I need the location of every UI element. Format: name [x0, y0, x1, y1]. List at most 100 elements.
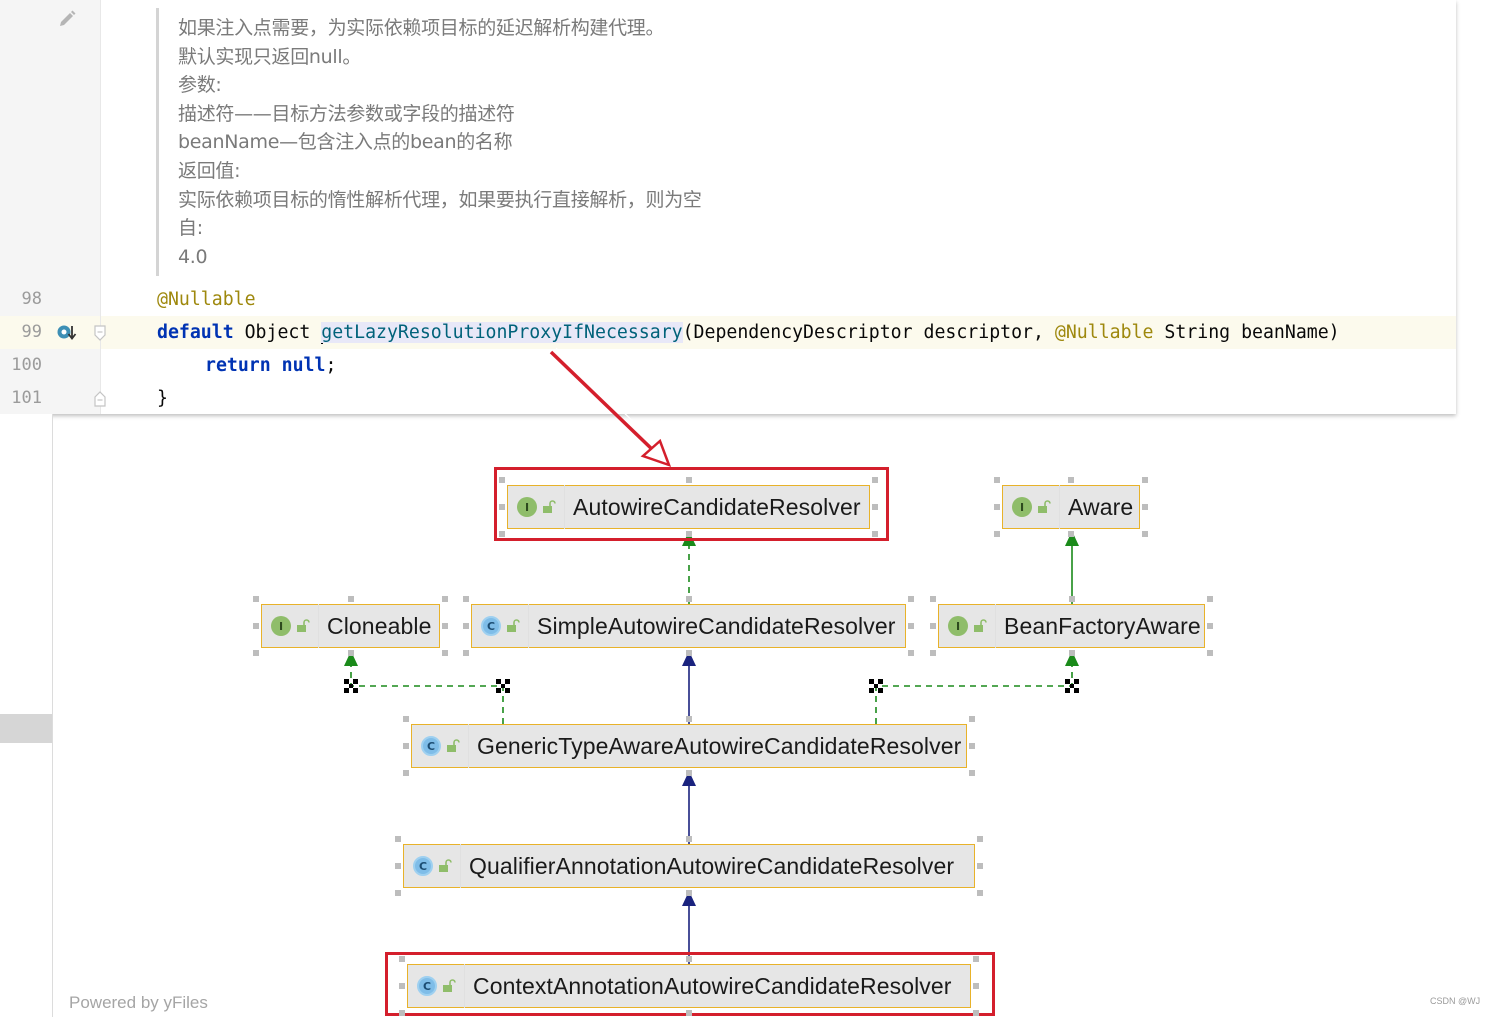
doc-line: 默认实现只返回null。	[178, 45, 362, 68]
resize-handle[interactable]	[930, 650, 936, 656]
scroll-marker[interactable]	[0, 714, 52, 743]
semicolon: ;	[325, 355, 337, 376]
code-line-101[interactable]: }	[157, 382, 168, 414]
resize-handle[interactable]	[908, 623, 914, 629]
resize-handle[interactable]	[403, 716, 409, 722]
node-context-annotation-autowire-candidate-resolver[interactable]: C ContextAnnotationAutowireCandidateReso…	[407, 964, 971, 1008]
resize-handle[interactable]	[930, 623, 936, 629]
resize-handle[interactable]	[685, 596, 692, 602]
resize-handle[interactable]	[253, 623, 259, 629]
resize-handle[interactable]	[347, 650, 354, 656]
resize-handle[interactable]	[686, 770, 692, 776]
resize-handle[interactable]	[930, 596, 936, 602]
doc-line: 如果注入点需要，为实际依赖项目标的延迟解析构建代理。	[178, 17, 665, 39]
resize-handle[interactable]	[442, 596, 448, 602]
class-name: ContextAnnotationAutowireCandidateResolv…	[473, 972, 952, 999]
resize-handle[interactable]	[1207, 623, 1213, 629]
resize-handle[interactable]	[969, 743, 975, 749]
powered-by-label: Powered by yFiles	[69, 993, 208, 1012]
node-qualifier-annotation-autowire-candidate-resolver[interactable]: C QualifierAnnotationAutowireCandidateRe…	[403, 844, 975, 888]
node-cloneable[interactable]: I Cloneable	[261, 604, 440, 648]
resize-handle[interactable]	[1068, 596, 1075, 602]
code-line-100[interactable]: return null;	[205, 349, 336, 382]
resize-handle[interactable]	[686, 716, 692, 722]
gutter-current-line	[0, 316, 100, 349]
pencil-icon[interactable]	[56, 8, 78, 30]
resize-handle[interactable]	[463, 596, 469, 602]
method-params-start: (DependencyDescriptor descriptor,	[682, 322, 1055, 343]
resize-handle[interactable]	[1142, 531, 1148, 537]
resize-handle[interactable]	[1207, 596, 1213, 602]
resize-handle[interactable]	[977, 890, 983, 896]
resize-handle[interactable]	[403, 743, 409, 749]
resize-handle[interactable]	[969, 716, 975, 722]
highlight-box	[494, 467, 889, 541]
resize-handle[interactable]	[1068, 650, 1075, 656]
class-icon: C	[481, 616, 501, 636]
class-name: GenericTypeAwareAutowireCandidateResolve…	[477, 732, 962, 759]
node-generic-type-aware-autowire-candidate-resolver[interactable]: C GenericTypeAwareAutowireCandidateResol…	[411, 724, 967, 768]
node-simple-autowire-candidate-resolver[interactable]: C SimpleAutowireCandidateResolver	[471, 604, 906, 648]
line-number: 100	[11, 355, 42, 375]
resize-handle[interactable]	[403, 770, 409, 776]
public-lock-icon	[507, 619, 520, 632]
annotation-nullable: @Nullable	[157, 289, 256, 310]
resize-handle[interactable]	[253, 596, 259, 602]
resize-handle[interactable]	[1068, 531, 1074, 537]
resize-handle[interactable]	[395, 890, 401, 896]
watermark: CSDN @WJ	[1430, 996, 1481, 1006]
class-name: SimpleAutowireCandidateResolver	[537, 612, 896, 639]
class-name: Aware	[1068, 493, 1134, 520]
line-number: 98	[21, 289, 42, 309]
resize-handle[interactable]	[908, 596, 914, 602]
resize-handle[interactable]	[442, 623, 448, 629]
resize-handle[interactable]	[1068, 477, 1074, 483]
implementations-gutter-icon[interactable]	[56, 323, 78, 343]
resize-handle[interactable]	[977, 863, 983, 869]
public-lock-icon	[543, 500, 556, 513]
fold-end-icon[interactable]	[93, 391, 107, 407]
resize-handle[interactable]	[1207, 650, 1213, 656]
node-bean-factory-aware[interactable]: I BeanFactoryAware	[938, 604, 1205, 648]
doc-line: 实际依赖项目标的惰性解析代理，如果要执行直接解析，则为空	[178, 188, 702, 211]
node-autowire-candidate-resolver[interactable]: I AutowireCandidateResolver	[507, 485, 870, 529]
resize-handle[interactable]	[686, 890, 692, 896]
resize-handle[interactable]	[463, 623, 469, 629]
doc-line: beanName—包含注入点的bean的名称	[178, 131, 513, 154]
resize-handle[interactable]	[347, 596, 354, 602]
method-name[interactable]: getLazyResolutionProxyIfNecessary	[321, 322, 683, 343]
resize-handle[interactable]	[969, 770, 975, 776]
resize-handle[interactable]	[253, 650, 259, 656]
doc-line: 参数:	[178, 74, 222, 97]
resize-handle[interactable]	[395, 863, 401, 869]
resize-handle[interactable]	[442, 650, 448, 656]
node-aware[interactable]: I Aware	[1002, 485, 1140, 529]
resize-handle[interactable]	[977, 836, 983, 842]
doc-line: 4.0	[178, 245, 208, 268]
rendered-doc-comment: 如果注入点需要，为实际依赖项目标的延迟解析构建代理。 默认实现只返回null。 …	[178, 14, 702, 271]
resize-handle[interactable]	[1142, 477, 1148, 483]
doc-comment-bar	[156, 8, 159, 276]
resize-handle[interactable]	[686, 836, 692, 842]
code-editor[interactable]: 如果注入点需要，为实际依赖项目标的延迟解析构建代理。 默认实现只返回null。 …	[0, 0, 1456, 414]
resize-handle[interactable]	[395, 836, 401, 842]
resize-handle[interactable]	[908, 650, 914, 656]
fold-start-icon[interactable]	[93, 325, 107, 341]
resize-handle[interactable]	[1142, 504, 1148, 510]
public-lock-icon	[297, 619, 310, 632]
resize-handle[interactable]	[463, 650, 469, 656]
resize-handle[interactable]	[994, 504, 1000, 510]
interface-icon: I	[517, 497, 537, 517]
resize-handle[interactable]	[994, 477, 1000, 483]
resize-handle[interactable]	[685, 650, 692, 656]
edge-extends-interface	[1065, 531, 1079, 604]
interface-icon: I	[271, 616, 291, 636]
edge-extends	[682, 651, 696, 724]
code-line-99[interactable]: default Object getLazyResolutionProxyIfN…	[157, 316, 1340, 349]
method-params-end: String beanName)	[1153, 322, 1340, 343]
code-line-98[interactable]: @Nullable	[157, 283, 256, 316]
resize-handle[interactable]	[994, 531, 1000, 537]
doc-line: 描述符——目标方法参数或字段的描述符	[178, 102, 515, 125]
public-lock-icon	[447, 739, 460, 752]
interface-icon: I	[1012, 497, 1032, 517]
